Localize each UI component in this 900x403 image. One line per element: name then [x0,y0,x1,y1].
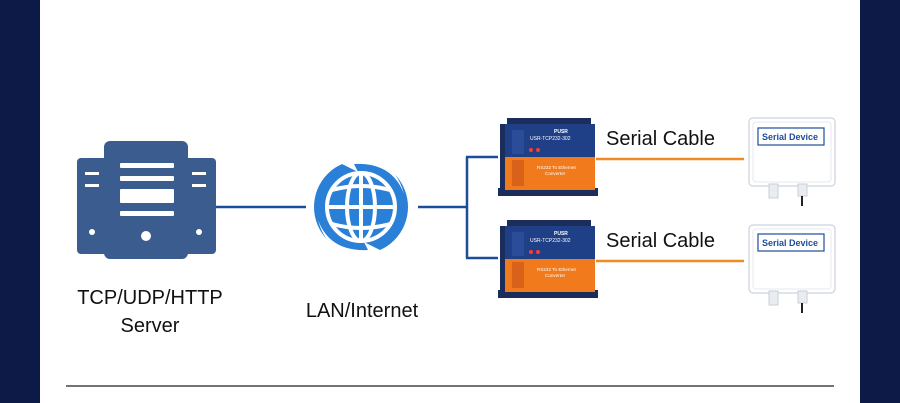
converter-caption-1: RS232 To Ethernet [537,165,576,170]
serial-cable-label-1: Serial Cable [606,128,715,150]
server-label: TCP/UDP/HTTP Server [60,284,240,340]
left-band [0,0,40,403]
converter-model: USR-TCP232-302 [530,136,571,142]
serial-lines [596,157,744,263]
serial-cable-label-2: Serial Cable [606,230,715,252]
network-label: LAN/Internet [305,300,419,322]
serial-device-icon-2: Serial Device [748,224,836,313]
serial-device-icon-1: Serial Device [748,117,836,206]
server-icon [77,141,216,259]
converter-brand: PUSR [554,129,568,135]
converter-caption-1: RS232 To Ethernet [537,267,576,272]
converter-brand: PUSR [554,231,568,237]
converter-icon-2: PUSR USR-TCP232-302 RS232 To Ethernet Co… [498,220,598,298]
converter-caption-2: Converter [545,273,566,278]
serial-device-label: Serial Device [762,238,818,248]
server-label-line-2: Server [120,315,180,337]
converter-icon-1: PUSR USR-TCP232-302 RS232 To Ethernet Co… [498,118,598,196]
server-label-line-1: TCP/UDP/HTTP [77,287,223,309]
serial-device-label: Serial Device [762,132,818,142]
converter-caption-2: Converter [545,171,566,176]
converter-model: USR-TCP232-302 [530,238,571,244]
network-lines [214,155,498,260]
right-band [860,0,900,403]
globe-icon [314,152,408,262]
